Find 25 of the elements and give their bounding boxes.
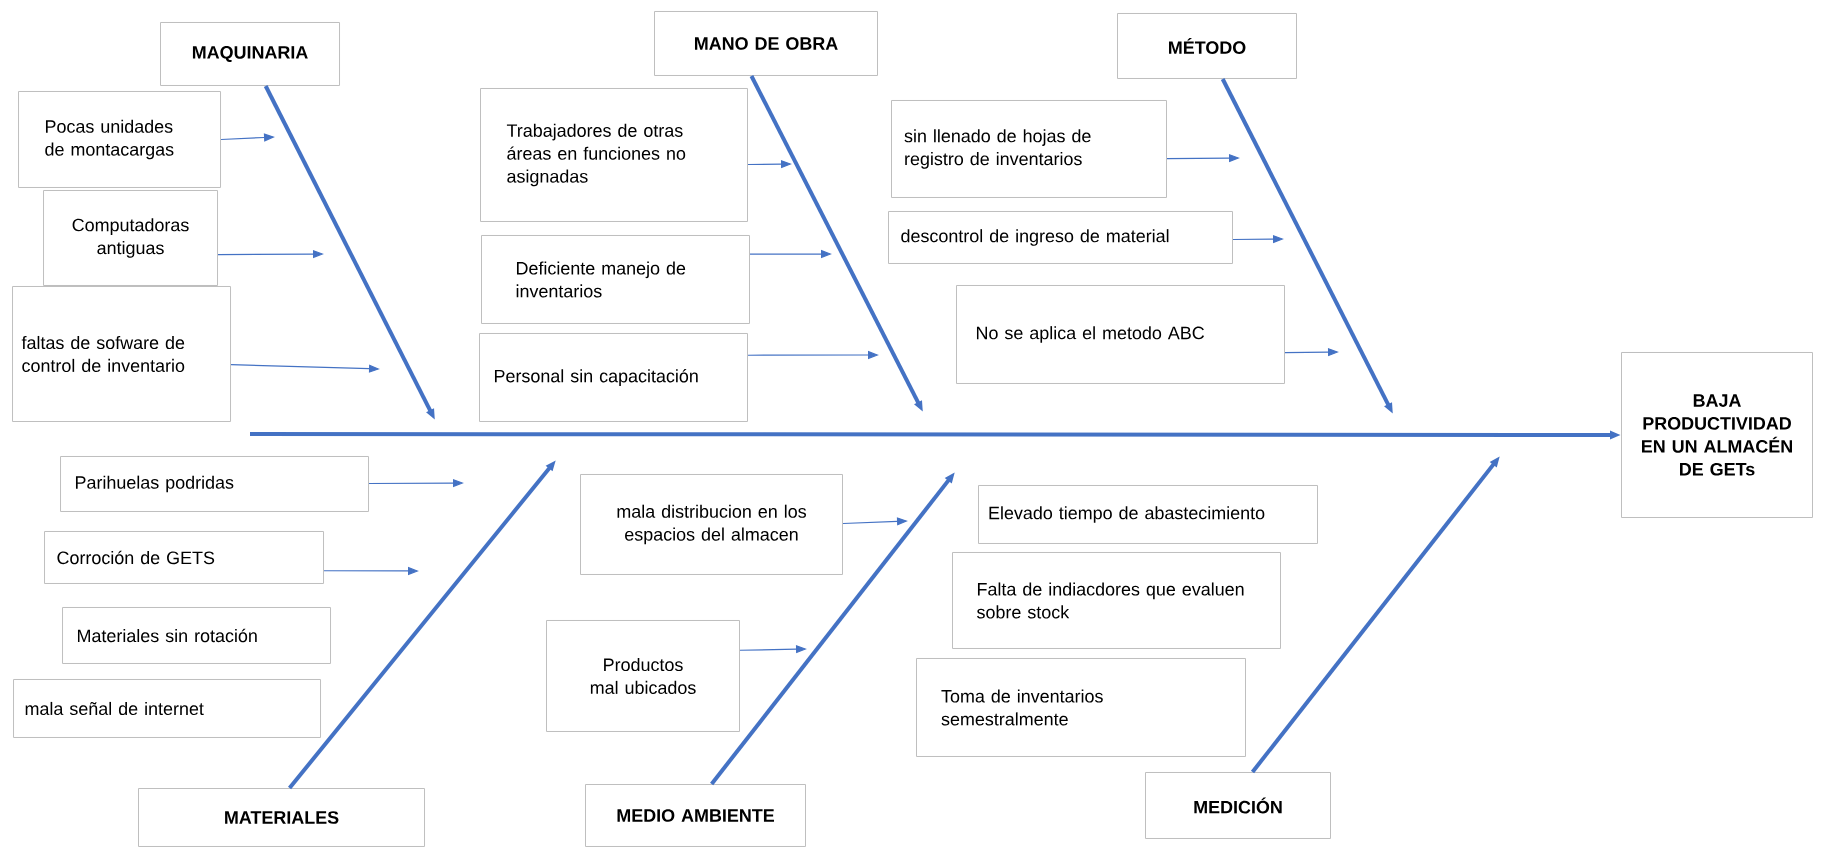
cause-box: Parihuelas podridas: [60, 456, 369, 512]
cause-box: Deficiente manejo de inventarios: [481, 235, 750, 324]
category-box: MEDIO AMBIENTE: [585, 784, 806, 847]
cause-box: Elevado tiempo de abastecimiento: [978, 485, 1318, 544]
cause-box: Toma de inventarios semestralmente: [916, 658, 1246, 757]
cause-box: Falta de indiacdores que evaluen sobre stock: [952, 552, 1281, 649]
cause-box: faltas de sofware de control de inventario: [12, 286, 231, 422]
cause-box: Corroción de GETS: [44, 531, 324, 584]
category-box: MATERIALES: [138, 788, 425, 847]
category-box: MANO DE OBRA: [654, 11, 878, 76]
cause-box: Trabajadores de otras áreas en funciones no asignadas: [480, 88, 748, 222]
cause-box: Computadoras antiguas: [43, 190, 218, 286]
category-box: MEDICIÓN: [1145, 772, 1331, 839]
category-box: MAQUINARIA: [160, 22, 340, 86]
cause-box: No se aplica el metodo ABC: [956, 285, 1285, 384]
cause-box: mala señal de internet: [13, 679, 321, 738]
category-box: MÉTODO: [1117, 13, 1297, 79]
cause-box: Productos mal ubicados: [546, 620, 740, 732]
cause-box: descontrol de ingreso de material: [888, 211, 1233, 264]
cause-box: sin llenado de hojas de registro de inventarios: [891, 100, 1167, 198]
cause-box: Pocas unidades de montacargas: [18, 91, 221, 188]
cause-box: Personal sin capacitación: [479, 333, 748, 422]
cause-box: mala distribucion en los espacios del almacen: [580, 474, 843, 575]
effect-box: BAJA PRODUCTIVIDAD EN UN ALMACÉN DE GETs: [1621, 352, 1813, 518]
cause-box: Materiales sin rotación: [62, 607, 331, 664]
